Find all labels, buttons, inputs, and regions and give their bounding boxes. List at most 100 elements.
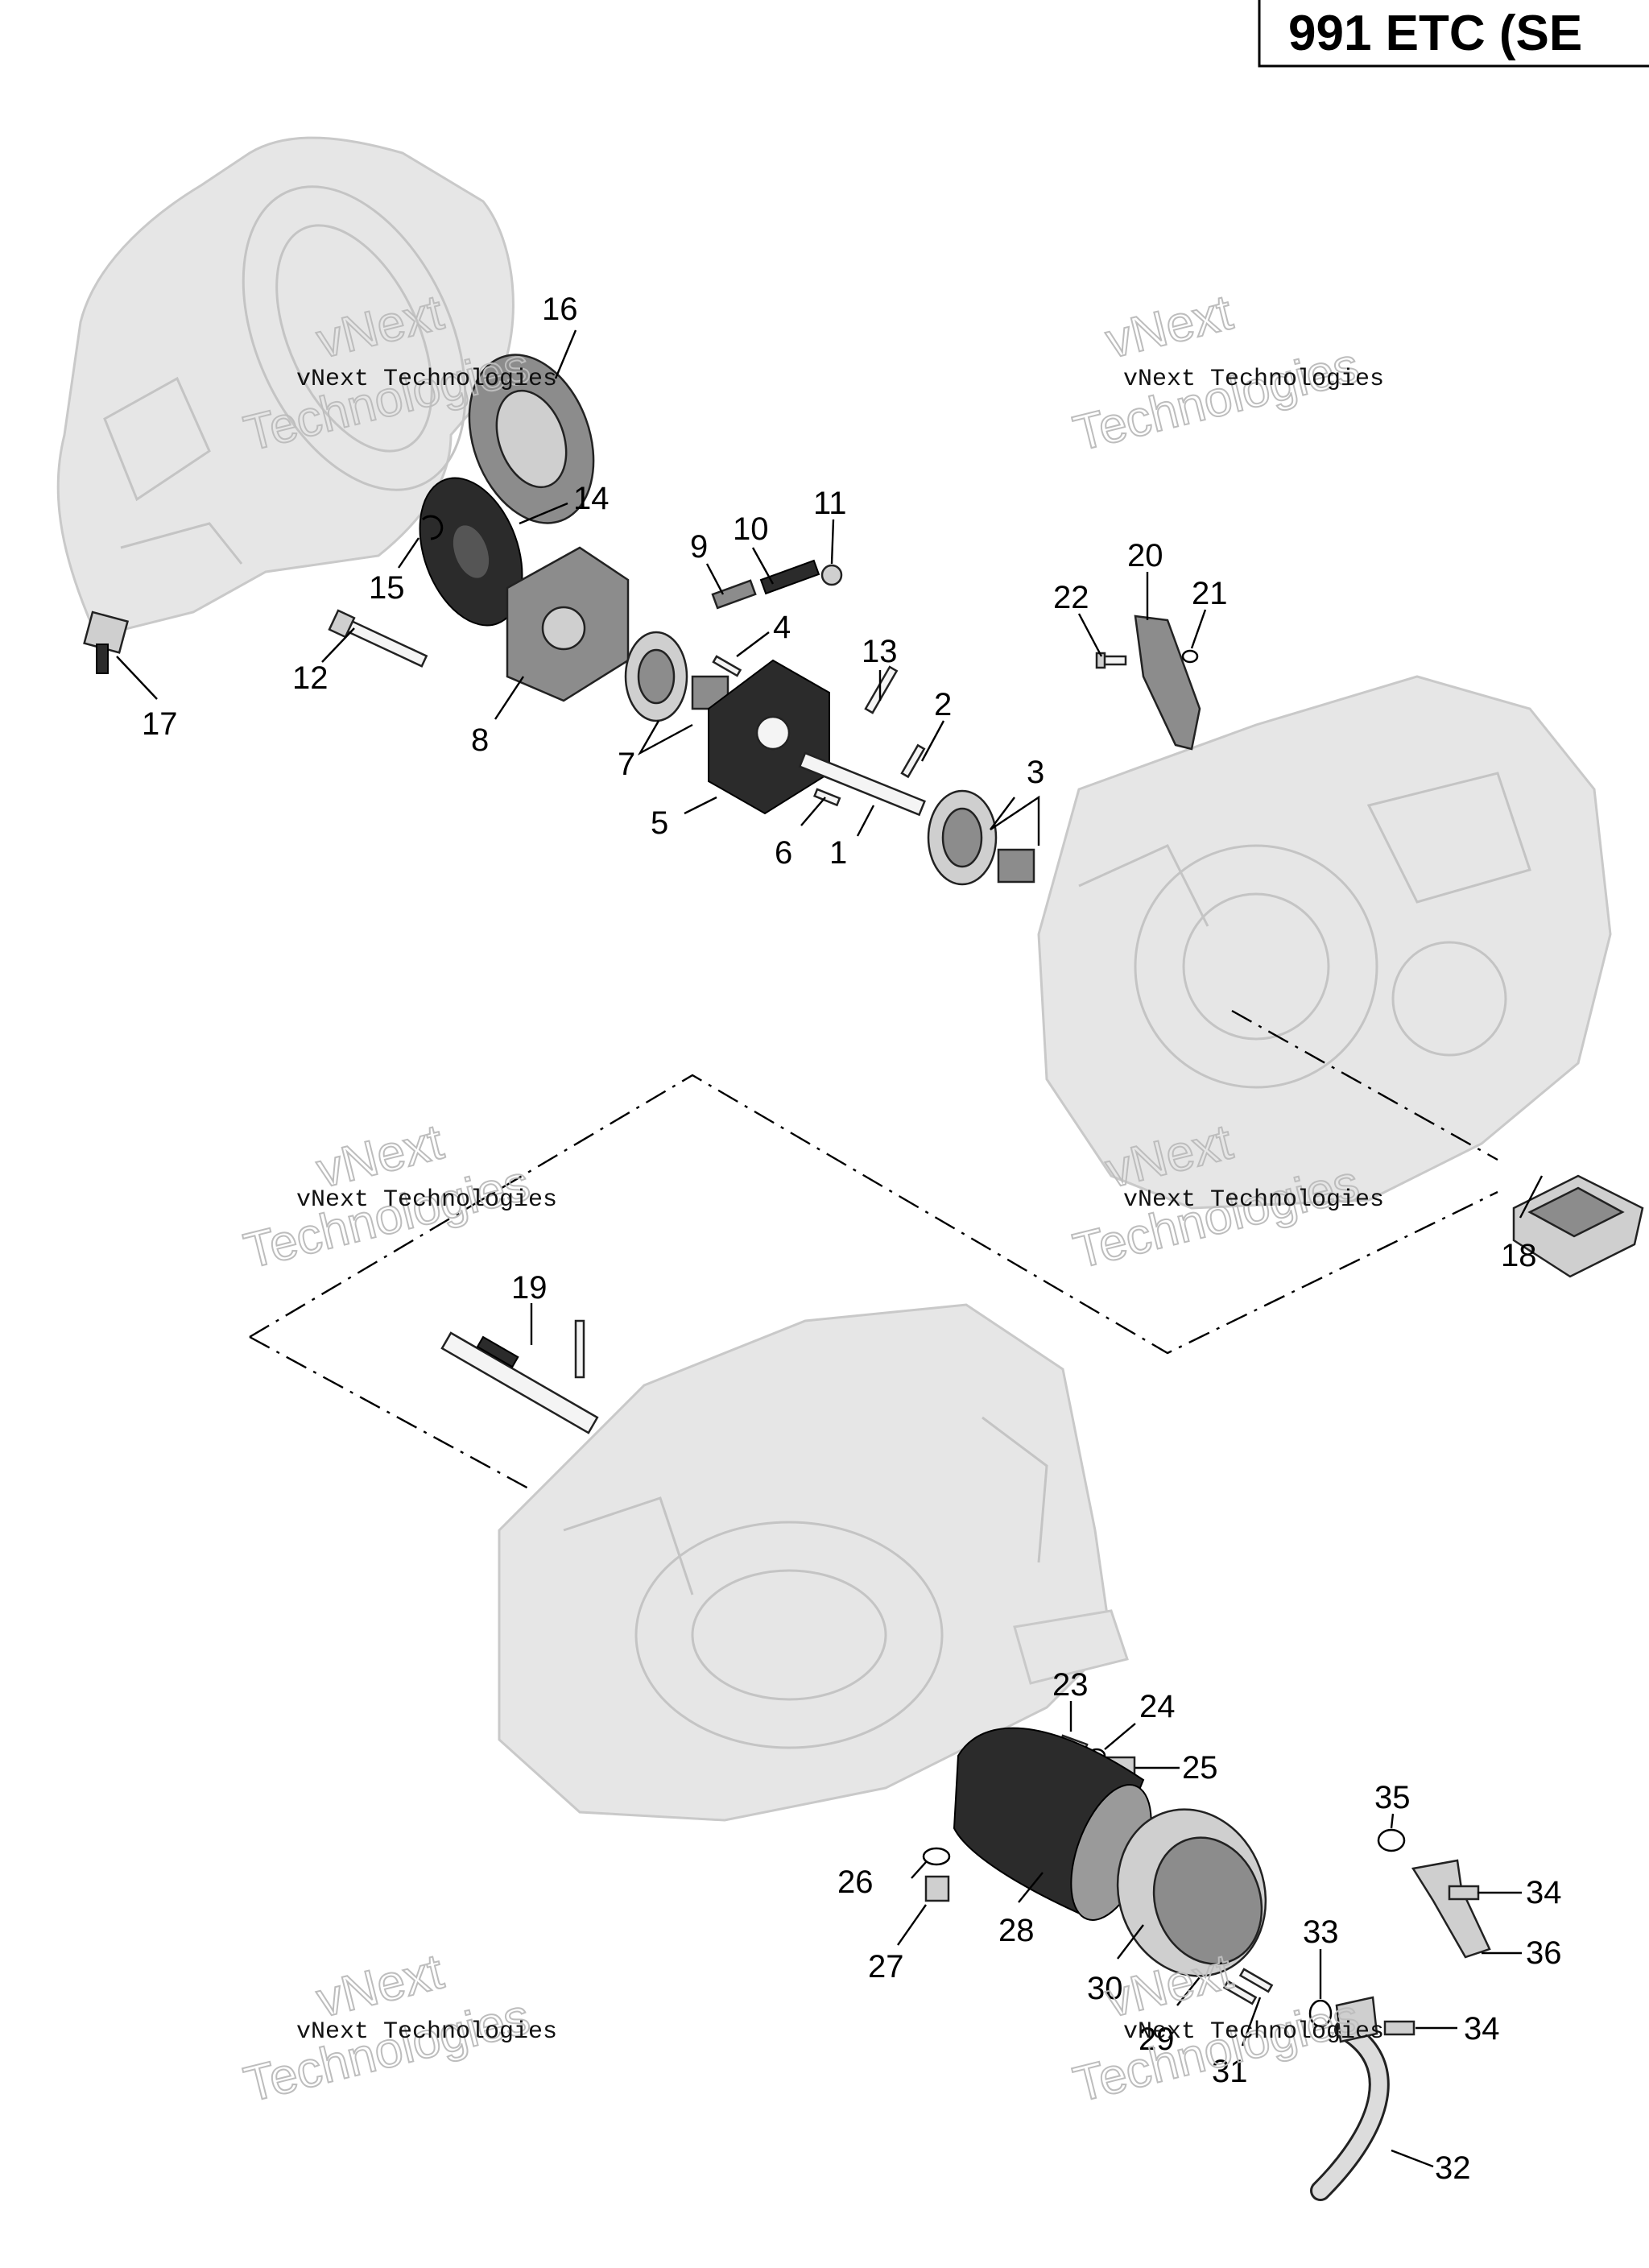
callout-8: 8 xyxy=(471,676,525,758)
callout-14: 14 xyxy=(519,481,610,525)
part-14-gear xyxy=(419,477,523,627)
svg-text:23: 23 xyxy=(1052,1667,1089,1703)
part-32-pipe xyxy=(1310,1996,1390,2201)
svg-text:13: 13 xyxy=(862,634,898,669)
callout-31: 31 xyxy=(1212,1997,1262,2089)
part-3-rotor-set xyxy=(927,789,1035,886)
callout-3: 3 xyxy=(990,755,1044,846)
part-30-filter-cover xyxy=(1116,1808,1267,1977)
callout-12: 12 xyxy=(292,627,355,696)
callout-18: 18 xyxy=(1501,1175,1544,1273)
part-15-clip xyxy=(421,515,444,540)
callout-35: 36 xyxy=(1482,1935,1562,1971)
right-housing xyxy=(1037,675,1612,1210)
svg-text:18: 18 xyxy=(1501,1238,1537,1273)
svg-text:1: 1 xyxy=(829,835,847,871)
callout-11: 11 xyxy=(813,486,847,565)
callout-23: 23 xyxy=(1052,1667,1089,1732)
part-19-shaft xyxy=(440,1319,599,1434)
callout-16: 16 xyxy=(542,292,578,379)
svg-text:vNext Technologies: vNext Technologies xyxy=(1123,366,1384,393)
upper-housing xyxy=(56,136,515,638)
assembly-guide-lines xyxy=(249,1009,1498,1492)
svg-text:31: 31 xyxy=(1212,2054,1248,2089)
part-16-gear xyxy=(468,354,595,524)
part-17-sensor xyxy=(83,610,129,674)
callout-5: 5 xyxy=(651,796,717,841)
svg-text:24: 24 xyxy=(1139,1689,1176,1724)
svg-text:34: 34 xyxy=(1526,1875,1562,1910)
watermark-top-right: vNext Technologies vNext Technologies xyxy=(1068,284,1384,462)
part-20-plate xyxy=(1134,615,1201,751)
svg-text:26: 26 xyxy=(837,1864,874,1900)
callout-17: 17 xyxy=(116,656,178,742)
callout-36: 35 xyxy=(1374,1780,1411,1829)
callout-26: 26 xyxy=(837,1861,927,1900)
part-5-pump-body xyxy=(708,659,830,815)
svg-text:16: 16 xyxy=(542,292,578,327)
part-8-pump-cover xyxy=(506,546,630,702)
part-12-bolt xyxy=(328,609,428,668)
callout-6: 6 xyxy=(775,797,826,871)
watermark-middle-left: vNext Technologies vNext Technologies xyxy=(238,1113,557,1280)
callout-20: 20 xyxy=(1127,538,1163,620)
svg-text:3: 3 xyxy=(1027,755,1044,790)
svg-text:30: 30 xyxy=(1087,1971,1123,2006)
part-35-fitting xyxy=(1411,1859,1491,1959)
svg-text:29: 29 xyxy=(1139,2022,1175,2057)
part-9-10-11-relief-valve xyxy=(711,559,843,610)
callout-15: 15 xyxy=(369,537,419,606)
svg-text:22: 22 xyxy=(1053,580,1089,615)
svg-text:vNext Technologies: vNext Technologies xyxy=(1123,1186,1384,1214)
part-1-shaft xyxy=(798,751,926,817)
svg-text:6: 6 xyxy=(775,835,792,871)
svg-text:36: 36 xyxy=(1526,1935,1562,1971)
part-31-screws xyxy=(1222,1968,1274,2005)
svg-text:15: 15 xyxy=(369,570,405,606)
part-21-oring xyxy=(1181,649,1199,664)
callout-28: 28 xyxy=(998,1872,1044,1948)
callout-21: 21 xyxy=(1190,576,1228,649)
svg-text:4: 4 xyxy=(773,610,791,645)
svg-text:2: 2 xyxy=(934,687,952,722)
part-18-strainer xyxy=(1512,1174,1644,1278)
part-4-pin xyxy=(712,655,742,677)
svg-text:11: 11 xyxy=(813,486,847,521)
part-6-key xyxy=(813,788,841,807)
svg-text:12: 12 xyxy=(292,660,329,696)
callouts: 16 14 15 12 17 8 9 10 11 4 7 13 2 3 5 6 … xyxy=(116,292,1562,2186)
svg-text:vNext Technologies: vNext Technologies xyxy=(296,1186,557,1214)
svg-text:vNext: vNext xyxy=(1101,284,1238,369)
svg-text:vNext Technologies: vNext Technologies xyxy=(1123,2018,1384,2046)
callout-9: 9 xyxy=(690,529,725,595)
part-26-washer xyxy=(922,1847,951,1866)
callout-7: 7 xyxy=(618,720,693,782)
page-title: 991 ETC (SE xyxy=(1288,6,1582,61)
svg-text:17: 17 xyxy=(142,706,178,742)
svg-text:8: 8 xyxy=(471,722,489,758)
callout-1: 1 xyxy=(829,805,875,871)
part-33-oring xyxy=(1308,1999,1333,2028)
part-36-oring xyxy=(1377,1828,1406,1852)
svg-text:35: 35 xyxy=(1374,1780,1411,1815)
callout-2: 2 xyxy=(920,687,952,762)
callout-29: 29 xyxy=(1139,1976,1201,2057)
svg-text:19: 19 xyxy=(511,1270,548,1306)
callout-19: 19 xyxy=(511,1270,548,1345)
callout-22: 22 xyxy=(1053,580,1103,657)
svg-text:32: 32 xyxy=(1435,2150,1471,2186)
callout-30: 30 xyxy=(1087,1924,1144,2006)
callout-34-lower: 34 xyxy=(1415,2011,1500,2047)
svg-text:7: 7 xyxy=(618,747,635,782)
svg-text:21: 21 xyxy=(1192,576,1228,611)
svg-text:5: 5 xyxy=(651,805,668,841)
svg-text:9: 9 xyxy=(690,529,708,565)
svg-text:vNext Technologies: vNext Technologies xyxy=(296,366,557,393)
part-13-pin xyxy=(864,665,899,714)
callout-13: 13 xyxy=(862,634,898,701)
part-2-pin xyxy=(900,743,926,779)
svg-text:20: 20 xyxy=(1127,538,1163,573)
callout-32: 32 xyxy=(1391,2149,1471,2186)
watermark-bottom-left: vNext Technologies vNext Technologies xyxy=(238,1943,557,2113)
